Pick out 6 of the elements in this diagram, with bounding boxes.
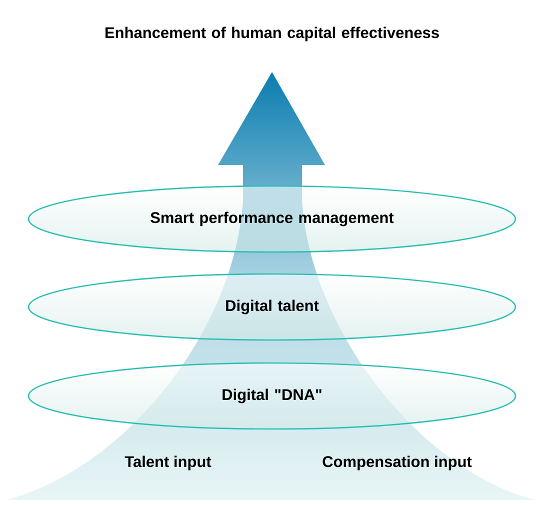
ellipse-layer: Digital talent	[28, 273, 516, 341]
input-label: Talent input	[124, 456, 212, 470]
ellipse-layer: Digital "DNA"	[28, 362, 516, 430]
ellipse-layer: Smart performance management	[28, 185, 516, 253]
title: Enhancement of human capital effectiveness	[106, 26, 439, 42]
input-label: Compensation input	[322, 456, 472, 470]
